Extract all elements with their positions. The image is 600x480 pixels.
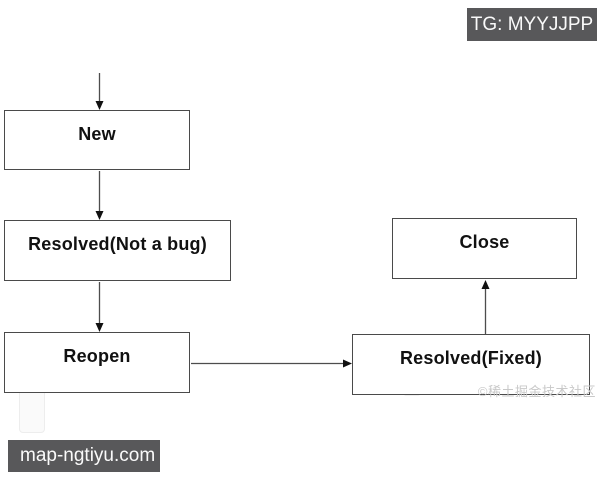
edge-reopen-to-resolved-fixed xyxy=(191,359,352,368)
community-watermark-text: ©稀土掘金技术社区 xyxy=(477,384,596,399)
node-resolved-not-a-bug: Resolved(Not a bug) xyxy=(4,220,231,281)
tg-watermark-banner: TG: MYYJJPP xyxy=(467,8,597,41)
node-label: New xyxy=(78,123,116,144)
site-watermark-label: map-ngtiyu.com xyxy=(20,445,156,466)
edge-resolved-fixed-to-close xyxy=(481,280,490,334)
node-label: Resolved(Not a bug) xyxy=(28,234,207,254)
node-label: Resolved(Fixed) xyxy=(399,348,543,368)
site-watermark-banner: map-ngtiyu.com xyxy=(8,440,160,472)
edge-new-to-resolved-not-a-bug xyxy=(95,171,104,220)
edge-start-to-new xyxy=(95,73,104,110)
node-close: Close xyxy=(392,218,577,279)
node-label: Reopen xyxy=(63,346,131,366)
edge-resolved-not-a-bug-to-reopen xyxy=(95,282,104,332)
node-new: New xyxy=(4,110,190,170)
node-label: Close xyxy=(459,232,510,252)
node-reopen: Reopen xyxy=(4,332,190,393)
node-resolved-fixed: Resolved(Fixed) xyxy=(352,334,590,395)
tg-watermark-label: TG: MYYJJPP xyxy=(470,13,594,35)
